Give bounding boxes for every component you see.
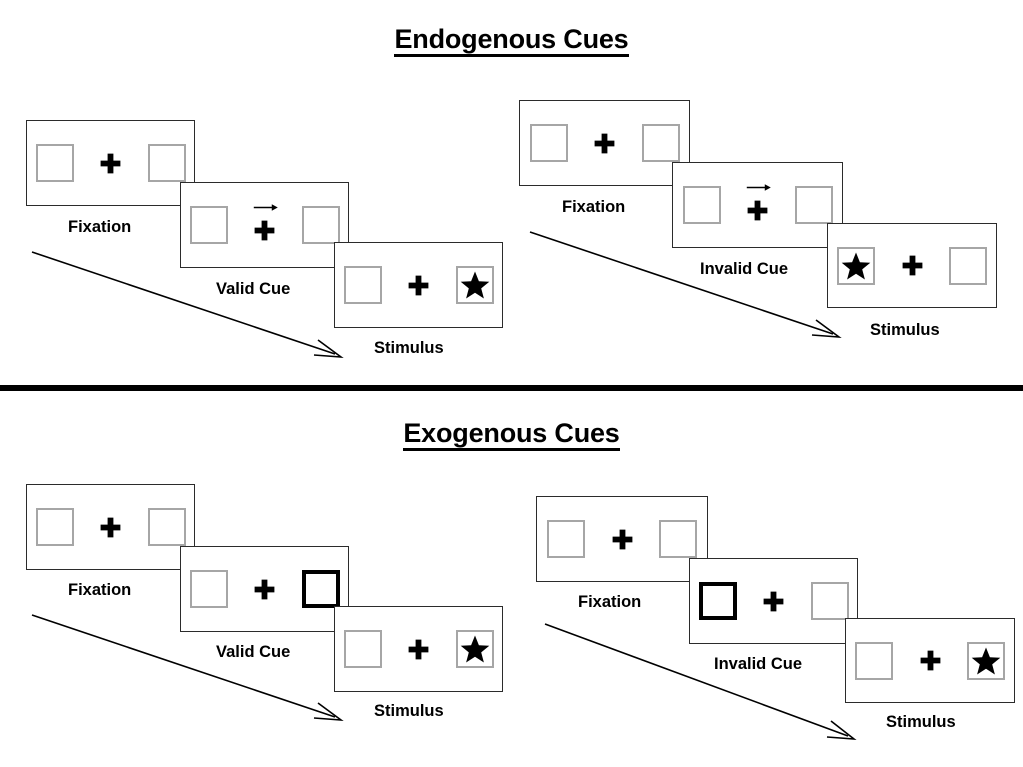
panel-content <box>690 559 857 643</box>
left-box[interactable] <box>35 508 74 546</box>
plus-icon <box>902 255 922 276</box>
time-arrow-exogenous-invalid <box>544 623 857 740</box>
panel-content <box>181 183 348 267</box>
caption-exogenous-valid-cue: Valid Cue <box>216 643 291 661</box>
star-icon <box>971 647 1001 674</box>
left-box-target[interactable] <box>837 246 875 285</box>
plus-icon <box>920 650 940 671</box>
right-box[interactable] <box>949 246 987 285</box>
caption-exogenous-valid-stimulus: Stimulus <box>374 702 444 720</box>
caption-endogenous-valid-fixation: Fixation <box>68 218 132 236</box>
panel-endogenous-invalid-stimulus[interactable] <box>827 223 997 308</box>
right-box-cued[interactable] <box>301 570 340 608</box>
plus-icon <box>594 133 615 153</box>
panel-exogenous-invalid-fixation[interactable] <box>536 496 708 582</box>
star-icon <box>460 271 489 299</box>
plus-icon <box>100 517 121 537</box>
panel-content <box>828 224 996 307</box>
fixation-center <box>94 141 128 185</box>
section-divider <box>0 385 1023 391</box>
star-icon <box>841 252 871 279</box>
right-box[interactable] <box>641 124 680 162</box>
caption-endogenous-invalid-fixation: Fixation <box>562 198 626 216</box>
time-arrow-endogenous-invalid <box>529 231 842 339</box>
right-box[interactable] <box>147 508 186 546</box>
fixation-center <box>402 263 436 307</box>
cue-center <box>741 183 775 227</box>
cue-arrow-right-icon <box>253 204 278 211</box>
left-box[interactable] <box>189 570 228 608</box>
endogenous-section-title: Endogenous Cues <box>0 24 1023 58</box>
cue-arrow-right-icon <box>746 184 771 191</box>
panel-content <box>537 497 707 581</box>
left-box-cued[interactable] <box>698 582 737 620</box>
plus-icon <box>612 529 632 549</box>
caption-exogenous-invalid-fixation: Fixation <box>578 593 642 611</box>
right-box[interactable] <box>810 582 849 620</box>
plus-icon <box>747 200 768 221</box>
star-icon <box>460 635 489 663</box>
left-box[interactable] <box>529 124 568 162</box>
exogenous-title-text: Exogenous Cues <box>403 419 620 452</box>
plus-icon <box>254 579 275 599</box>
panel-endogenous-valid-cue[interactable] <box>180 182 349 268</box>
panel-content <box>335 243 502 327</box>
plus-icon <box>408 275 429 295</box>
panel-exogenous-valid-stimulus[interactable] <box>334 606 503 692</box>
left-box[interactable] <box>189 206 228 244</box>
fixation-center <box>94 505 128 549</box>
fixation-center <box>757 579 791 623</box>
time-arrow-exogenous-valid <box>31 614 344 722</box>
time-arrow-endogenous-valid <box>31 251 344 359</box>
fixation-center <box>248 567 282 611</box>
fixation-center <box>402 627 436 671</box>
panel-endogenous-valid-fixation[interactable] <box>26 120 195 206</box>
left-box[interactable] <box>343 630 382 668</box>
panel-content <box>181 547 348 631</box>
panel-content <box>673 163 842 247</box>
panel-content <box>27 121 194 205</box>
caption-exogenous-invalid-stimulus: Stimulus <box>886 713 956 731</box>
right-box[interactable] <box>794 186 833 224</box>
caption-endogenous-valid-stimulus: Stimulus <box>374 339 444 357</box>
fixation-center <box>588 121 622 165</box>
plus-icon <box>408 639 429 659</box>
panel-endogenous-invalid-fixation[interactable] <box>519 100 690 186</box>
left-box[interactable] <box>35 144 74 182</box>
fixation-center <box>895 244 929 288</box>
right-box-target[interactable] <box>455 630 494 668</box>
right-box[interactable] <box>147 144 186 182</box>
panel-exogenous-invalid-stimulus[interactable] <box>845 618 1015 703</box>
plus-icon <box>763 591 784 611</box>
caption-exogenous-invalid-cue: Invalid Cue <box>714 655 803 673</box>
right-box[interactable] <box>659 520 697 558</box>
plus-icon <box>254 220 275 241</box>
plus-icon <box>100 153 121 173</box>
panel-endogenous-valid-stimulus[interactable] <box>334 242 503 328</box>
left-box[interactable] <box>682 186 721 224</box>
right-box-target[interactable] <box>455 266 494 304</box>
cue-center <box>248 203 282 247</box>
panel-content <box>335 607 502 691</box>
caption-exogenous-valid-fixation: Fixation <box>68 581 132 599</box>
left-box[interactable] <box>547 520 585 558</box>
panel-content <box>846 619 1014 702</box>
caption-endogenous-invalid-stimulus: Stimulus <box>870 321 940 339</box>
panel-endogenous-invalid-cue[interactable] <box>672 162 843 248</box>
panel-content <box>27 485 194 569</box>
fixation-center <box>913 639 947 683</box>
panel-exogenous-valid-fixation[interactable] <box>26 484 195 570</box>
panel-exogenous-valid-cue[interactable] <box>180 546 349 632</box>
left-box[interactable] <box>855 641 893 680</box>
endogenous-title-text: Endogenous Cues <box>394 25 629 58</box>
panel-exogenous-invalid-cue[interactable] <box>689 558 858 644</box>
fixation-center <box>605 517 639 561</box>
right-box-target[interactable] <box>967 641 1005 680</box>
caption-endogenous-invalid-cue: Invalid Cue <box>700 260 789 278</box>
caption-endogenous-valid-cue: Valid Cue <box>216 280 291 298</box>
right-box[interactable] <box>301 206 340 244</box>
panel-content <box>520 101 689 185</box>
left-box[interactable] <box>343 266 382 304</box>
exogenous-section-title: Exogenous Cues <box>0 418 1023 452</box>
